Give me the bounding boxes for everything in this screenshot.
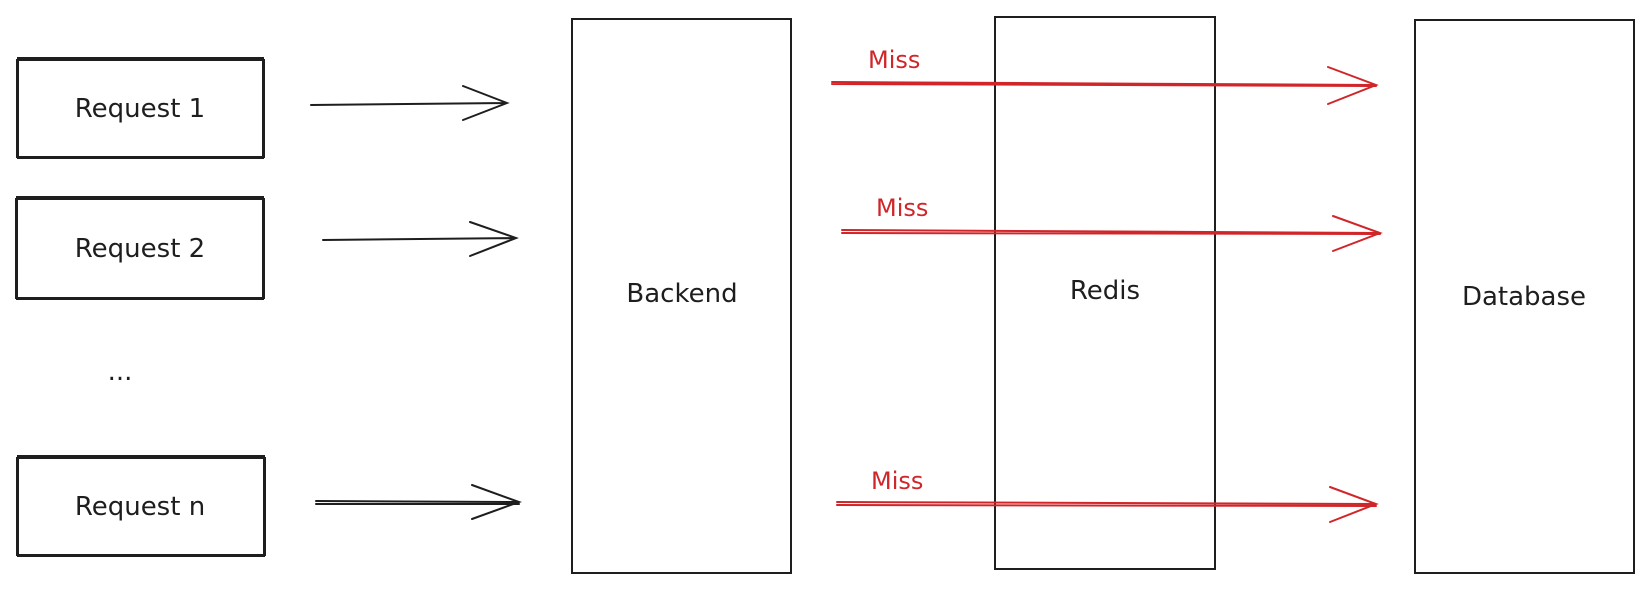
- ellipsis: ...: [108, 357, 133, 387]
- request-n-label: Request n: [75, 492, 205, 522]
- request-n-arrow: [315, 484, 522, 520]
- database-label: Database: [1462, 282, 1586, 312]
- miss-label-2: Miss: [876, 194, 928, 222]
- backend-node: Backend: [571, 18, 792, 574]
- miss-label-3: Miss: [871, 467, 923, 495]
- redis-label: Redis: [1070, 276, 1140, 306]
- request-2-arrow: [322, 221, 519, 257]
- request-2-node: Request 2: [15, 196, 265, 300]
- backend-label: Backend: [626, 279, 737, 309]
- miss-label-1: Miss: [868, 46, 920, 74]
- database-node: Database: [1414, 19, 1635, 574]
- request-n-node: Request n: [16, 455, 266, 557]
- miss-arrow-1: Miss: [831, 46, 1379, 105]
- redis-node: Redis: [994, 16, 1216, 570]
- request-1-label: Request 1: [75, 94, 205, 124]
- request-1-arrow: [310, 85, 510, 121]
- miss-arrow-3: Miss: [836, 467, 1379, 523]
- request-2-label: Request 2: [75, 234, 205, 264]
- miss-arrow-2: Miss: [841, 194, 1383, 252]
- request-1-node: Request 1: [16, 57, 265, 159]
